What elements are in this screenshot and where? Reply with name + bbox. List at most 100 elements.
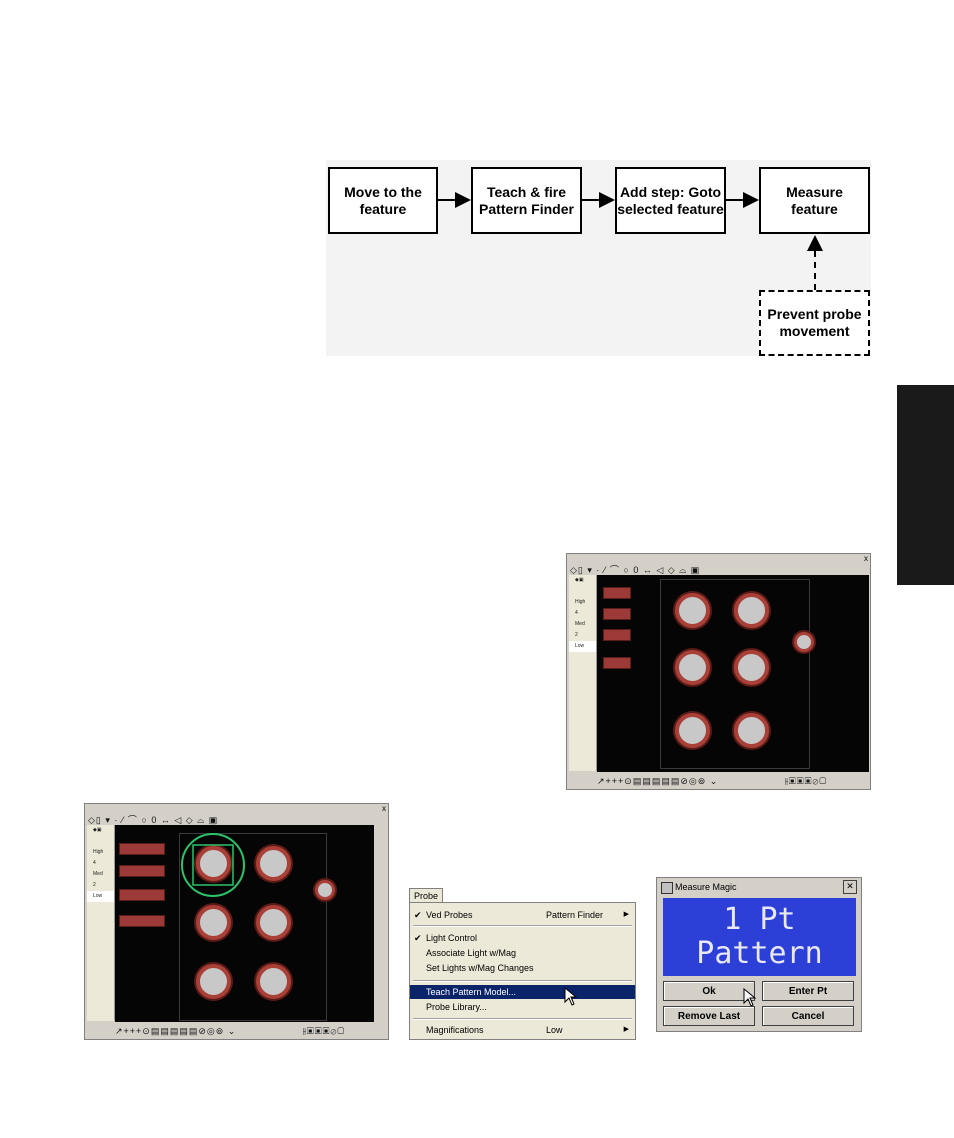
video-toolbar[interactable]: ◇▯ ▾ · ⁄ ⌒ ○ 0 ↔ ◁ ◇ ⌓ ▣ [570,565,701,575]
video-bottom-toolbar[interactable]: ↗+++⊙▤▤▤▤▤⊘◎⊚ ⌄ [597,776,719,786]
measure-magic-dialog: Measure Magic ✕ 1 Pt Pattern Ok Enter Pt… [656,877,862,1032]
video-window-bottom: x ◇▯ ▾ · ⁄ ⌒ ○ 0 ↔ ◁ ◇ ⌓ ▣ ◆▣ High 4 Med… [84,803,389,1040]
menu-separator [413,1018,632,1020]
check-icon: ✔ [414,910,422,920]
camera-view[interactable] [115,825,374,1022]
trace-strip [119,915,165,927]
light-panel: ◆▣ High 4 Med 2 Low [87,825,115,1021]
cancel-button[interactable]: Cancel [762,1006,854,1026]
menu-item-sub: Pattern Finder [546,910,604,920]
flow-step-prevent: Prevent probe movement [759,290,870,356]
menu-item-label: Probe Library... [426,1002,487,1012]
via [794,632,814,652]
probe-menu: ✔ Ved Probes Pattern Finder ▶ ✔ Light Co… [409,902,636,1040]
mouse-cursor-icon [564,987,578,1006]
dialog-title: Measure Magic [675,882,737,892]
chevron-right-icon: ▶ [623,911,629,918]
video-window-titlebar [85,804,388,813]
remove-last-button[interactable]: Remove Last [663,1006,755,1026]
light-level-high[interactable]: High [575,599,586,605]
measure-display: 1 Pt Pattern [663,898,856,976]
menu-item-set-lights[interactable]: Set Lights w/Mag Changes [410,961,635,975]
via [315,880,335,900]
trace-strip [119,843,165,855]
ok-button[interactable]: Ok [663,981,755,1001]
pad [675,650,710,685]
menu-separator [413,925,632,927]
menu-item-ved-probes[interactable]: ✔ Ved Probes Pattern Finder ▶ [410,908,635,922]
menu-item-label: Light Control [426,933,478,943]
flowchart-arrows [438,192,823,290]
flow-step-measure-label: Measure feature [786,183,843,217]
pattern-selection-overlay [181,833,245,897]
light-panel-icons: ◆▣ [93,827,102,833]
flow-step-prevent-label: Prevent probe movement [767,306,862,339]
light-level-4[interactable]: 4 [93,860,96,866]
video-bottom-toolbar-right[interactable]: ⫲▣▣▣⊘▢ [785,776,828,786]
light-level-med[interactable]: Med [93,871,103,877]
menu-item-label: Magnifications [426,1025,484,1035]
flow-step-goto: Add step: Goto selected feature [615,167,726,234]
pad [734,593,769,628]
menu-item-magnifications[interactable]: Magnifications Low ▶ [410,1023,635,1037]
trace-strip [119,865,165,877]
display-line-2: Pattern [696,936,823,971]
menu-item-label: Teach Pattern Model... [426,987,517,997]
light-level-high[interactable]: High [93,849,104,855]
trace-strip [603,608,631,620]
section-tab [897,385,954,585]
video-toolbar[interactable]: ◇▯ ▾ · ⁄ ⌒ ○ 0 ↔ ◁ ◇ ⌓ ▣ [88,815,219,825]
light-level-2[interactable]: 2 [575,632,578,638]
flow-step-measure: Measure feature [759,167,870,234]
light-panel-icons: ◆▣ [575,577,584,583]
menu-item-associate-light[interactable]: Associate Light w/Mag [410,946,635,960]
light-level-low[interactable]: Low [87,891,114,902]
pad [256,905,291,940]
trace-strip [603,629,631,641]
flow-step-goto-label: Add step: Goto selected feature [617,183,724,217]
check-icon: ✔ [414,933,422,943]
flow-step-teach-label: Teach & fire Pattern Finder [479,183,574,217]
pad [196,964,231,999]
enter-pt-button[interactable]: Enter Pt [762,981,854,1001]
flow-step-move-label: Move to the feature [344,183,422,217]
component-outline [660,579,810,769]
menu-item-label: Set Lights w/Mag Changes [426,963,534,973]
light-level-low[interactable]: Low [569,641,596,652]
flow-step-teach: Teach & fire Pattern Finder [471,167,582,234]
pad [675,593,710,628]
pad [734,650,769,685]
probe-menu-tab[interactable]: Probe [409,888,443,904]
close-icon[interactable]: x [864,554,868,563]
video-bottom-toolbar[interactable]: ↗+++⊙▤▤▤▤▤⊘◎⊚ ⌄ [115,1026,237,1036]
menu-item-teach-pattern[interactable]: Teach Pattern Model... [410,985,635,999]
pad [734,713,769,748]
pad [675,713,710,748]
camera-view[interactable] [597,575,869,772]
pad [196,846,231,881]
light-level-2[interactable]: 2 [93,882,96,888]
pad [196,905,231,940]
menu-separator [413,980,632,982]
trace-strip [603,587,631,599]
close-icon[interactable]: x [382,804,386,813]
chevron-right-icon: ▶ [623,1026,629,1033]
mouse-cursor-icon [743,988,757,1007]
trace-strip [603,657,631,669]
menu-item-label: Associate Light w/Mag [426,948,517,958]
light-level-4[interactable]: 4 [575,610,578,616]
light-level-med[interactable]: Med [575,621,585,627]
close-icon[interactable]: ✕ [843,880,857,894]
menu-item-probe-library[interactable]: Probe Library... [410,1000,635,1014]
light-panel: ◆▣ High 4 Med 2 Low [569,575,597,771]
window-icon [661,882,673,894]
menu-item-light-control[interactable]: ✔ Light Control [410,931,635,945]
pad [256,846,291,881]
display-line-1: 1 Pt [723,902,796,937]
video-window-top: x ◇▯ ▾ · ⁄ ⌒ ○ 0 ↔ ◁ ◇ ⌓ ▣ ◆▣ High 4 Med… [566,553,871,790]
menu-item-sub: Low [546,1025,563,1035]
trace-strip [119,889,165,901]
video-window-titlebar [567,554,870,563]
video-bottom-toolbar-right[interactable]: ⫲▣▣▣⊘▢ [303,1026,346,1036]
pad [256,964,291,999]
